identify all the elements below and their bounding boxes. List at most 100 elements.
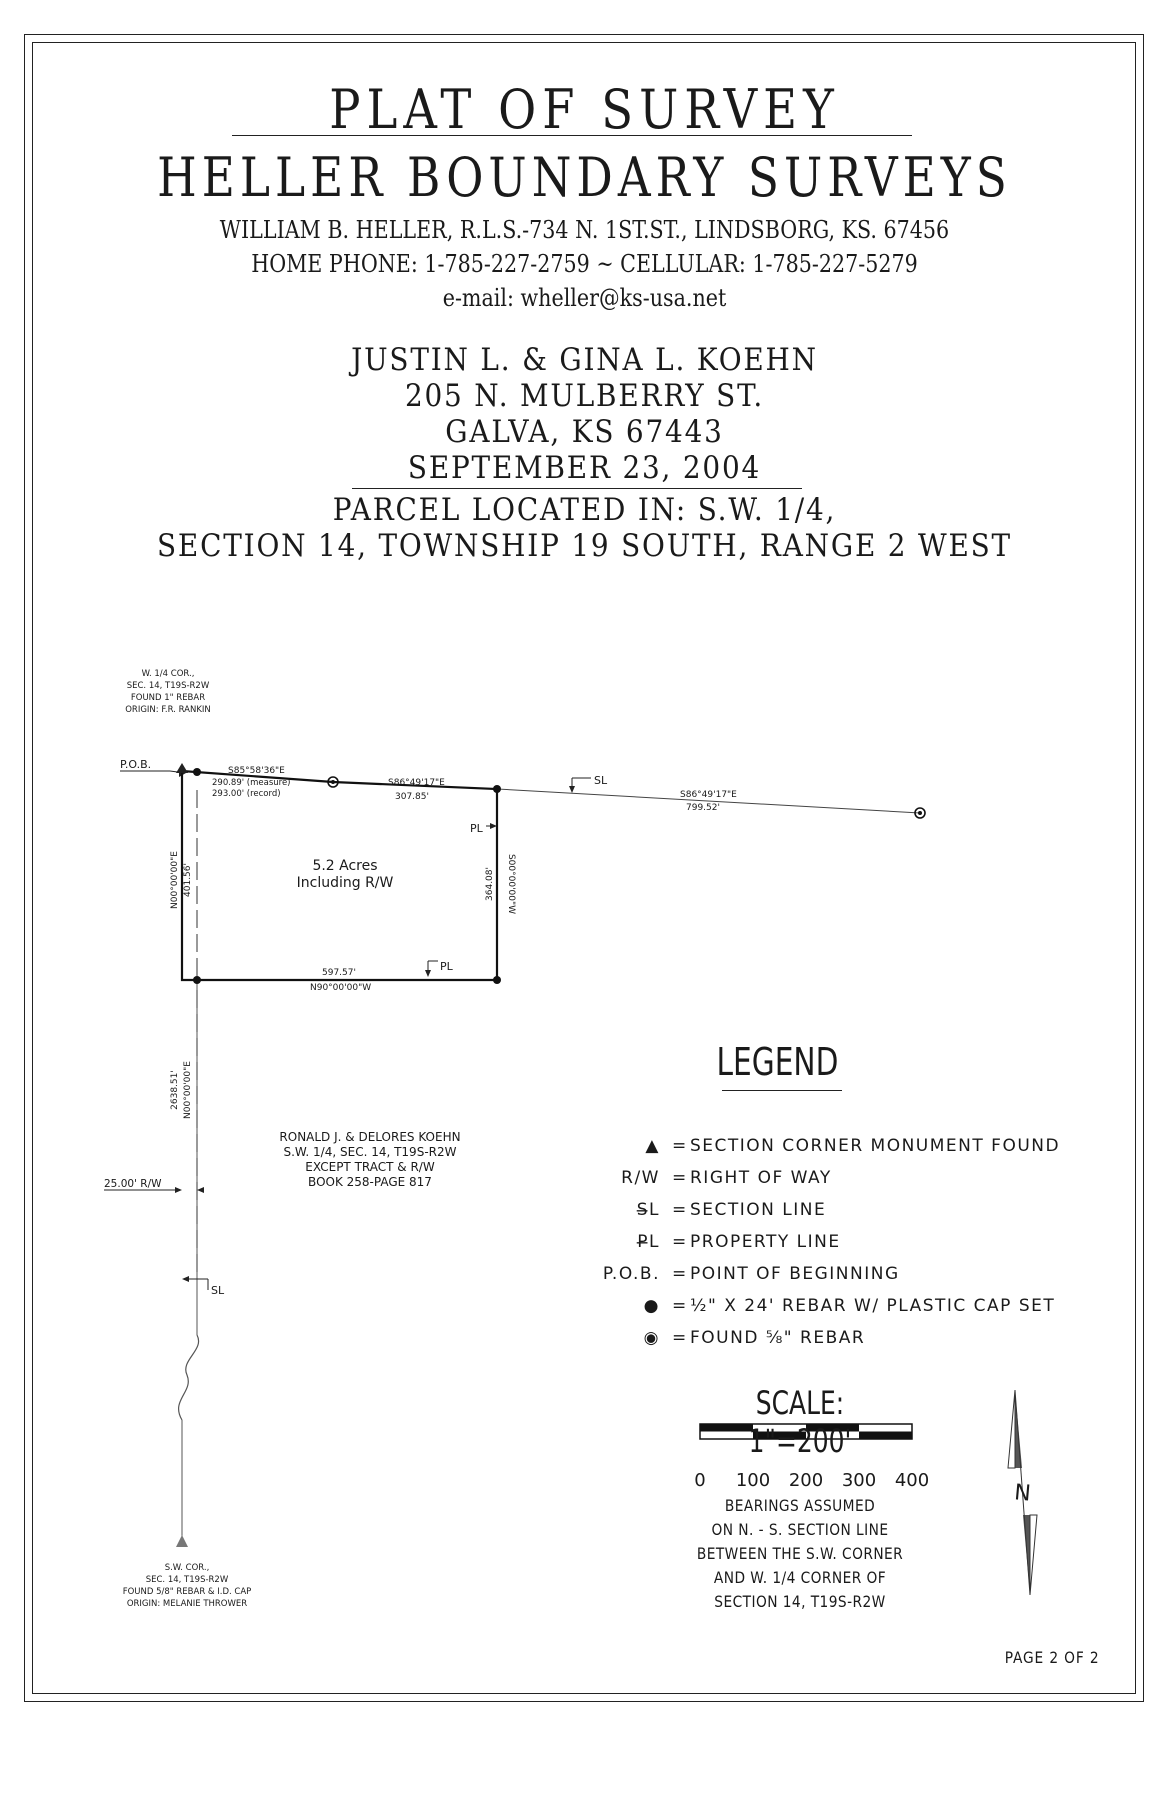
nw-monument-icon bbox=[176, 763, 188, 773]
south-bearing: N90°00'00"W bbox=[310, 983, 371, 993]
legend-row: ● = ½" X 24' REBAR W/ PLASTIC CAP SET bbox=[580, 1292, 1100, 1324]
rebar-set-icon bbox=[493, 976, 501, 984]
legend-row: ▲ = SECTION CORNER MONUMENT FOUND bbox=[580, 1132, 1100, 1164]
rebar-set-icon: ● bbox=[643, 1296, 660, 1316]
break-line-icon bbox=[178, 1334, 200, 1421]
scale-tick: 0 bbox=[694, 1470, 706, 1491]
bearing-note: SECTION 14, T19S-R2W bbox=[714, 1592, 886, 1611]
rebar-set-icon bbox=[493, 785, 501, 793]
legend-desc: PROPERTY LINE bbox=[690, 1232, 841, 1252]
nw-note-line: FOUND 1" REBAR bbox=[131, 693, 205, 703]
north-bearing-1: S85°58'36"E bbox=[228, 766, 285, 776]
legend-rule bbox=[722, 1090, 842, 1091]
rebar-set-icon bbox=[193, 768, 201, 776]
scale-tick: 200 bbox=[788, 1470, 824, 1491]
sw-note-line: SEC. 14, T19S-R2W bbox=[146, 1575, 229, 1585]
legend-row: S̶L = SECTION LINE bbox=[580, 1196, 1100, 1228]
client-block: JUSTIN L. & GINA L. KOEHN 205 N. MULBERR… bbox=[112, 342, 1056, 486]
legend-row: ◉ = FOUND ⅝" REBAR bbox=[580, 1324, 1100, 1356]
client-city: GALVA, KS 67443 bbox=[445, 414, 724, 450]
legend-title: LEGEND bbox=[716, 1040, 839, 1084]
pl-symbol-south: PL bbox=[440, 960, 454, 973]
row-label: 25.00' R/W bbox=[104, 1178, 162, 1190]
scale-tick: 300 bbox=[841, 1470, 877, 1491]
bearing-note: BEARINGS ASSUMED bbox=[724, 1496, 876, 1515]
found-rebar-icon bbox=[327, 776, 339, 788]
nw-note-line: ORIGIN: F.R. RANKIN bbox=[125, 705, 211, 715]
owner-line: S.W. 1/4, SEC. 14, T19S-R2W bbox=[284, 1145, 457, 1159]
row-arrow-icon bbox=[175, 1187, 182, 1193]
line-dist: 2638.51' bbox=[170, 1070, 180, 1110]
parcel-block: PARCEL LOCATED IN: S.W. 1/4, SECTION 14,… bbox=[112, 492, 1056, 564]
legend-row: P̶L = PROPERTY LINE bbox=[580, 1228, 1100, 1260]
sw-note-line: ORIGIN: MELANIE THROWER bbox=[127, 1599, 247, 1609]
east-dist: 364.08' bbox=[485, 867, 495, 901]
parcel-line-2: SECTION 14, TOWNSHIP 19 SOUTH, RANGE 2 W… bbox=[157, 528, 1012, 564]
firm-name: HELLER BOUNDARY SURVEYS bbox=[157, 146, 1012, 209]
owner-block: RONALD J. & DELORES KOEHN S.W. 1/4, SEC.… bbox=[279, 1130, 460, 1189]
client-street: 205 N. MULBERRY ST. bbox=[404, 378, 765, 414]
pl-arrow-icon bbox=[490, 823, 497, 829]
pl-symbol-east: PL bbox=[470, 822, 484, 835]
nw-corner-note: W. 1/4 COR., SEC. 14, T19S-R2W FOUND 1" … bbox=[125, 669, 211, 715]
parcel-boundary bbox=[180, 769, 499, 982]
scale-title: SCALE: 1"=200' bbox=[748, 1384, 852, 1460]
outer-border bbox=[24, 34, 1144, 1702]
legend-row: P.O.B. = POINT OF BEGINNING bbox=[580, 1260, 1100, 1292]
bearing-note: AND W. 1/4 CORNER OF bbox=[713, 1568, 887, 1587]
legend-desc: FOUND ⅝" REBAR bbox=[690, 1328, 866, 1348]
parcel-line-1: PARCEL LOCATED IN: S.W. 1/4, bbox=[332, 492, 837, 528]
scale-bar bbox=[699, 1423, 913, 1440]
south-dist: 597.57' bbox=[322, 968, 356, 978]
pob-symbol: P.O.B. bbox=[602, 1264, 660, 1284]
pl-arrow-icon bbox=[425, 970, 431, 977]
legend: ▲ = SECTION CORNER MONUMENT FOUND R/W = … bbox=[580, 1132, 1100, 1356]
owner-line: EXCEPT TRACT & R/W bbox=[305, 1160, 435, 1174]
section-dist: 799.52' bbox=[686, 803, 720, 813]
owner-line: BOOK 258-PAGE 817 bbox=[308, 1175, 432, 1189]
firm-email: e-mail: wheller@ks-usa.net bbox=[442, 284, 727, 312]
acreage: 5.2 Acres bbox=[312, 858, 377, 874]
legend-desc: RIGHT OF WAY bbox=[690, 1168, 832, 1188]
section-line-arrow-icon bbox=[569, 786, 575, 793]
page-number: PAGE 2 OF 2 bbox=[1004, 1648, 1100, 1667]
bearing-note: ON N. - S. SECTION LINE bbox=[711, 1520, 889, 1539]
north-arrow-icon: N bbox=[1007, 1389, 1038, 1596]
bearing-note: BETWEEN THE S.W. CORNER bbox=[696, 1544, 904, 1563]
sw-note-line: FOUND 5/8" REBAR & I.D. CAP bbox=[123, 1587, 252, 1597]
sw-note-line: S.W. COR., bbox=[165, 1563, 210, 1573]
scale-tick: 100 bbox=[735, 1470, 771, 1491]
sw-corner-note: S.W. COR., SEC. 14, T19S-R2W FOUND 5/8" … bbox=[123, 1563, 252, 1609]
scale-tick: 400 bbox=[894, 1470, 930, 1491]
plat-title: PLAT OF SURVEY bbox=[329, 78, 840, 141]
survey-date: SEPTEMBER 23, 2004 bbox=[407, 450, 762, 486]
north-dist-2: 307.85' bbox=[395, 792, 429, 802]
title-rule bbox=[232, 135, 912, 136]
east-bearing: S00°00'00"W bbox=[506, 854, 516, 914]
section-line-symbol: SL bbox=[594, 774, 608, 787]
found-rebar-icon bbox=[914, 807, 926, 819]
firm-phone: HOME PHONE: 1-785-227-2759 ~ CELLULAR: 1… bbox=[251, 250, 918, 278]
legend-row: R/W = RIGHT OF WAY bbox=[580, 1164, 1100, 1196]
line-bearing: N00°00'00"E bbox=[183, 1061, 193, 1119]
legend-desc: SECTION LINE bbox=[690, 1200, 827, 1220]
client-names: JUSTIN L. & GINA L. KOEHN bbox=[351, 342, 818, 378]
legend-desc: ½" X 24' REBAR W/ PLASTIC CAP SET bbox=[690, 1296, 1056, 1316]
found-rebar-icon: ◉ bbox=[643, 1328, 660, 1348]
legend-desc: POINT OF BEGINNING bbox=[690, 1264, 900, 1284]
owner-line: RONALD J. & DELORES KOEHN bbox=[279, 1130, 460, 1144]
north-dist-record: 293.00' (record) bbox=[212, 789, 281, 799]
inner-border bbox=[32, 42, 1136, 1694]
section-bearing: S86°49'17"E bbox=[680, 790, 737, 800]
nw-note-line: W. 1/4 COR., bbox=[142, 669, 195, 679]
north-dist-measure: 290.89' (measure) bbox=[212, 778, 290, 788]
north-bearing-2: S86°49'17"E bbox=[388, 778, 445, 788]
monument-icon: ▲ bbox=[645, 1136, 660, 1156]
west-bearing: N00°00'00"E bbox=[170, 851, 180, 909]
west-dist: 401.56' bbox=[183, 863, 193, 897]
client-rule bbox=[352, 488, 802, 489]
firm-address: WILLIAM B. HELLER, R.L.S.-734 N. 1ST.ST.… bbox=[219, 216, 950, 244]
north-label: N bbox=[1013, 1480, 1032, 1506]
section-line-symbol: SL bbox=[211, 1284, 225, 1297]
